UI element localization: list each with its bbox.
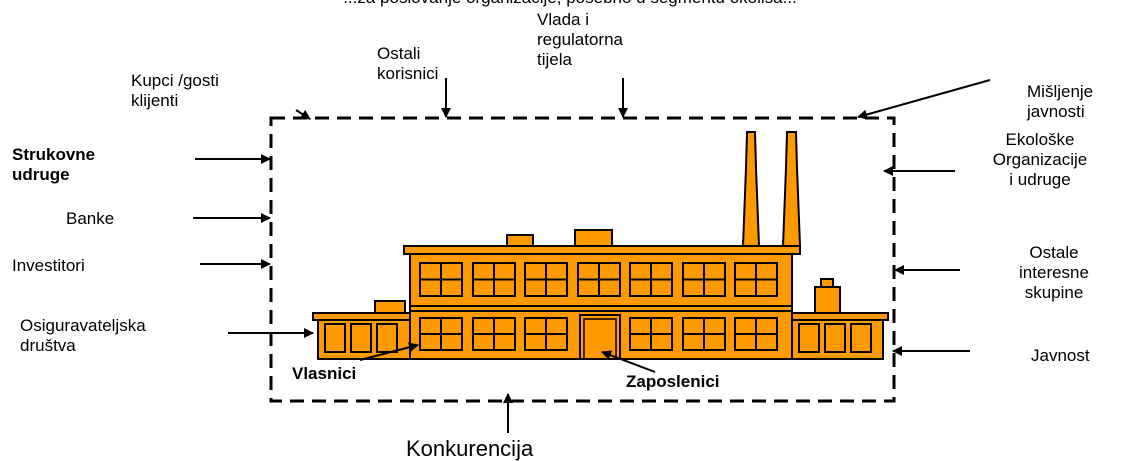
right-wing-tower	[814, 286, 841, 316]
chimney-right	[781, 131, 802, 247]
label-strukovne-udruge: Strukovne udruge	[12, 145, 96, 184]
arrow-kupci	[295, 109, 311, 120]
label-vlada: Vlada i regulatorna tijela	[537, 10, 624, 69]
chimney-left	[741, 131, 761, 247]
factory-window	[376, 323, 398, 353]
arrow-vlasnici	[359, 342, 419, 361]
label-ostale-interesne: Ostale interesne skupine	[1019, 243, 1089, 302]
label-ekoloske: Ekološke Organizacije i udruge	[992, 130, 1088, 189]
label-vlasnici: Vlasnici	[292, 364, 357, 383]
label-osiguravateljska: Osiguravateljska društva	[20, 316, 146, 355]
organization-boundary	[269, 116, 896, 403]
factory-window	[798, 323, 820, 353]
factory-window	[324, 323, 346, 353]
factory-door	[579, 314, 621, 360]
label-kupci: Kupci /gosti klijenti	[131, 71, 219, 110]
label-zaposlenici: Zaposlenici	[626, 372, 720, 391]
factory-illustration	[312, 131, 889, 360]
main-roof-strip	[403, 245, 801, 255]
factory-window	[850, 323, 872, 353]
label-misljenje-javnosti: Mišljenje javnosti	[1027, 82, 1094, 121]
arrow-zaposlenici	[601, 350, 656, 373]
right-wing-roof	[791, 312, 889, 321]
left-wing-roof	[312, 312, 411, 321]
label-konkurencija: Konkurencija	[406, 436, 534, 461]
label-javnost: Javnost	[1031, 346, 1090, 365]
factory-window	[824, 323, 846, 353]
influence-arrows	[193, 78, 991, 433]
label-ostali-korisnici: Ostali korisnici	[377, 44, 439, 83]
label-investitori: Investitori	[12, 256, 85, 275]
roof-box-large	[574, 229, 613, 248]
roof-box-right-wing	[820, 278, 834, 288]
header-fragment: ...za poslovanje organizacije, posebno u…	[290, 0, 850, 8]
arrow-misljenje-javnosti	[857, 79, 991, 120]
factory-window	[350, 323, 372, 353]
label-banke: Banke	[66, 209, 115, 228]
